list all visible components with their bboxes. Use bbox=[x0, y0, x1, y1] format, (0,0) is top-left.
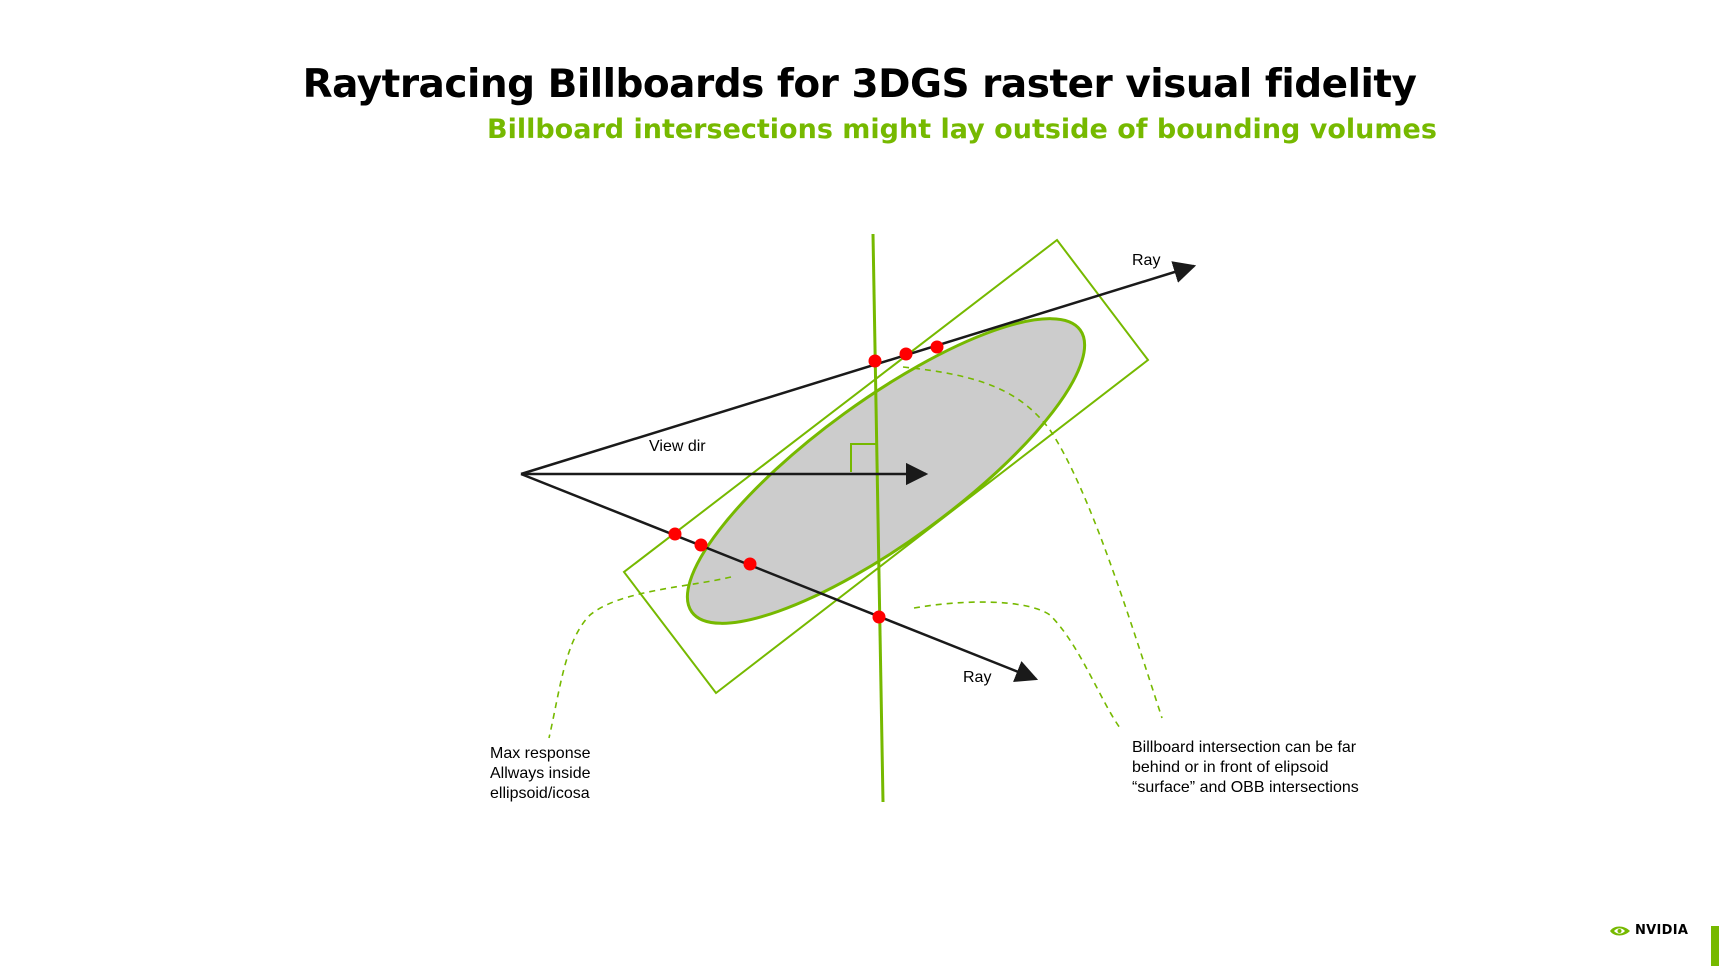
intersection-point bbox=[868, 354, 882, 368]
intersection-point bbox=[694, 538, 708, 552]
intersection-point bbox=[668, 527, 682, 541]
intersection-point bbox=[899, 347, 913, 361]
max-response-note: Max response Allways inside ellipsoid/ic… bbox=[490, 744, 591, 804]
logo-text: NVIDIA bbox=[1635, 923, 1689, 938]
nvidia-logo: NVIDIA bbox=[1609, 923, 1688, 938]
note-line: Max response bbox=[490, 745, 591, 762]
note-line: behind or in front of elipsoid bbox=[1132, 759, 1329, 776]
note-line: “surface” and OBB intersections bbox=[1132, 779, 1359, 796]
ray-bottom-label: Ray bbox=[963, 669, 992, 686]
nvidia-eye-icon bbox=[1610, 926, 1630, 935]
obb-rectangle bbox=[622, 238, 1150, 695]
page-subtitle: Billboard intersections might lay outsid… bbox=[487, 114, 1437, 145]
right-angle-marker bbox=[850, 443, 877, 472]
intersection-point bbox=[872, 610, 886, 624]
note-line: ellipsoid/icosa bbox=[490, 785, 590, 802]
ray-bottom-line bbox=[520, 472, 1039, 682]
view-dir-label: View dir bbox=[649, 438, 706, 455]
billboard-plane-line bbox=[871, 233, 885, 803]
page-title: Raytracing Billboards for 3DGS raster vi… bbox=[302, 62, 1417, 107]
note-line: Billboard intersection can be far bbox=[1132, 739, 1357, 756]
billboard-intersection-note: Billboard intersection can be far behind… bbox=[1132, 738, 1359, 798]
callout-billboard-lower-dashed bbox=[913, 601, 1121, 729]
ellipsoid bbox=[685, 317, 1087, 625]
note-line: Allways inside bbox=[490, 765, 591, 782]
ray-top-line bbox=[520, 261, 1197, 476]
accent-bar bbox=[1711, 926, 1719, 966]
ray-top-label: Ray bbox=[1132, 252, 1161, 269]
callout-billboard-upper-dashed bbox=[902, 366, 1163, 719]
intersection-point bbox=[743, 557, 757, 571]
intersection-point bbox=[930, 340, 944, 354]
callout-max-response-dashed bbox=[548, 576, 732, 739]
